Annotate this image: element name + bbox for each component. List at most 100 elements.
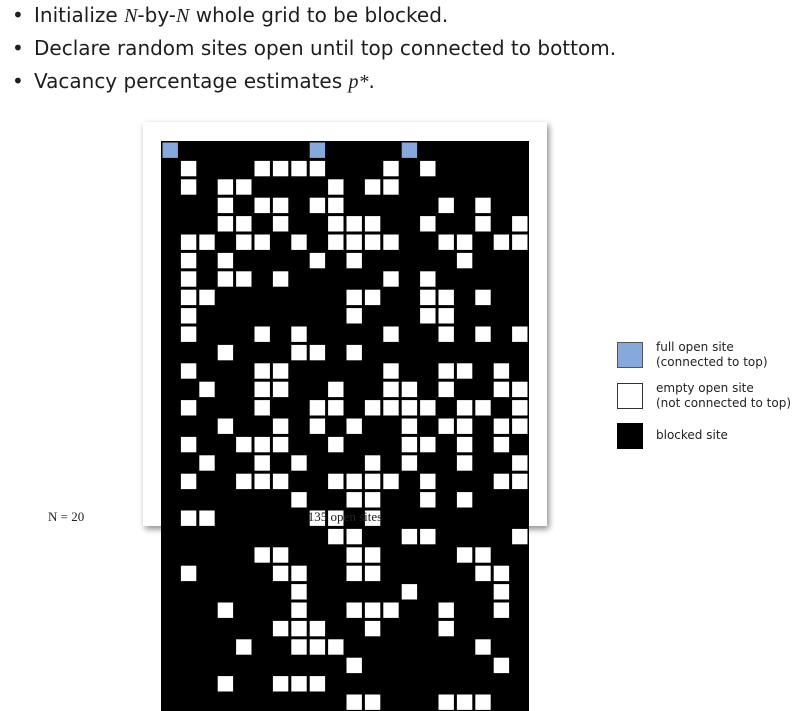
empty-open-site [383, 400, 399, 416]
empty-open-site [254, 197, 270, 214]
empty-open-site [236, 179, 252, 195]
bullet-dot: • [12, 36, 24, 60]
empty-open-site [291, 565, 307, 582]
empty-open-site [420, 271, 436, 287]
empty-open-site [383, 160, 399, 177]
full-open-site [162, 142, 178, 158]
empty-open-site [236, 216, 252, 232]
empty-open-site [272, 418, 289, 434]
empty-open-site [346, 528, 362, 545]
empty-open-site [493, 584, 510, 600]
empty-open-site [475, 289, 491, 306]
empty-open-site [512, 418, 528, 434]
grid-background [161, 141, 529, 711]
empty-open-site [383, 602, 399, 618]
empty-open-site [493, 234, 510, 250]
empty-open-site [346, 234, 362, 250]
empty-open-site [180, 179, 197, 195]
empty-open-site [199, 234, 215, 250]
empty-open-site [254, 400, 270, 416]
empty-open-site [328, 216, 344, 232]
empty-open-site [475, 216, 491, 232]
blocked-site-swatch [617, 423, 643, 449]
empty-open-site [346, 547, 362, 563]
empty-open-site [309, 344, 326, 361]
empty-open-site [364, 234, 381, 250]
empty-open-site [456, 436, 473, 453]
empty-open-site [438, 308, 454, 324]
empty-open-site [291, 639, 307, 655]
empty-open-site [364, 620, 381, 637]
empty-open-site [493, 381, 510, 398]
legend-label: empty open site (not connected to top) [656, 381, 795, 411]
empty-open-site [364, 289, 381, 306]
empty-open-site [180, 363, 197, 379]
empty-open-site [199, 510, 215, 526]
empty-open-site [493, 565, 510, 582]
empty-open-site [346, 252, 362, 269]
empty-open-site [420, 436, 436, 453]
empty-open-site [438, 381, 454, 398]
empty-open-site [383, 326, 399, 342]
empty-open-site [217, 252, 234, 269]
empty-open-site [346, 344, 362, 361]
empty-open-site [420, 528, 436, 545]
empty-open-site [456, 547, 473, 563]
empty-open-site [217, 179, 234, 195]
empty-open-site [401, 381, 418, 398]
empty-open-site [328, 528, 344, 545]
empty-open-site [272, 197, 289, 214]
empty-open-site [438, 363, 454, 379]
empty-open-site [346, 565, 362, 582]
empty-open-site [512, 216, 528, 232]
empty-open-site [254, 234, 270, 250]
empty-open-site [493, 602, 510, 618]
empty-open-site [309, 510, 326, 526]
empty-open-site [217, 271, 234, 287]
empty-open-site [383, 271, 399, 287]
empty-open-site [383, 179, 399, 195]
empty-open-site [401, 528, 418, 545]
empty-open-site [180, 510, 197, 526]
empty-open-site [493, 436, 510, 453]
math-p-star: p* [348, 71, 369, 93]
empty-open-site [456, 400, 473, 416]
empty-open-site [346, 492, 362, 508]
empty-open-site [328, 197, 344, 214]
empty-open-site [364, 492, 381, 508]
empty-open-site [291, 584, 307, 600]
empty-open-site [254, 326, 270, 342]
empty-open-site [180, 308, 197, 324]
empty-open-site [272, 436, 289, 453]
empty-open-site [401, 400, 418, 416]
empty-open-site [456, 418, 473, 434]
empty-open-site [475, 565, 491, 582]
bullet-2: •Declare random sites open until top con… [12, 33, 616, 63]
empty-open-site [383, 234, 399, 250]
empty-open-site [217, 344, 234, 361]
empty-open-site [217, 216, 234, 232]
empty-open-site [180, 436, 197, 453]
empty-open-site [420, 216, 436, 232]
empty-open-site [180, 400, 197, 416]
empty-open-site [383, 473, 399, 490]
empty-open-site [217, 197, 234, 214]
empty-open-site [401, 418, 418, 434]
empty-open-site [180, 160, 197, 177]
empty-open-site [328, 179, 344, 195]
bullet-text: Vacancy percentage estimates [34, 69, 349, 93]
bullet-text: -by- [137, 3, 177, 27]
empty-open-site [512, 400, 528, 416]
empty-open-site [254, 547, 270, 563]
empty-open-site [493, 418, 510, 434]
empty-open-site [309, 252, 326, 269]
bullet-text: Initialize [34, 3, 125, 27]
empty-open-site [438, 602, 454, 618]
empty-open-site [364, 400, 381, 416]
empty-open-site [272, 620, 289, 637]
empty-open-site [512, 455, 528, 471]
empty-open-site [272, 473, 289, 490]
empty-open-site [236, 234, 252, 250]
empty-open-site [420, 400, 436, 416]
empty-open-site [236, 639, 252, 655]
